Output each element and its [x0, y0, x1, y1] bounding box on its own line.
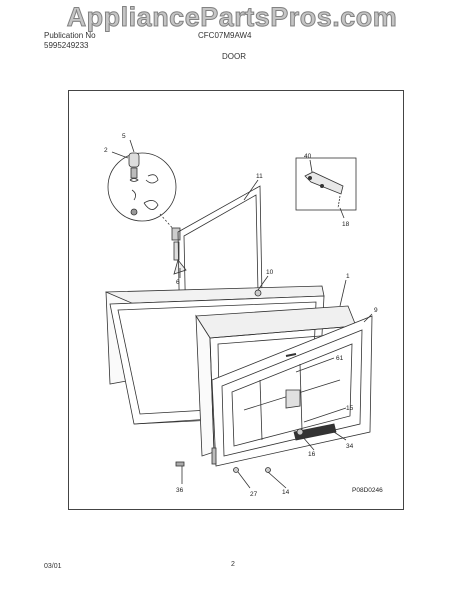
footer-page: 2 [231, 561, 235, 568]
label-plate [293, 423, 337, 441]
callout-34: 34 [346, 443, 354, 450]
watermark: AppliancePartsPros.com [66, 2, 398, 33]
callout-16: 16 [308, 451, 316, 458]
part-14 [265, 467, 271, 473]
publication-number: 5995249233 [44, 41, 89, 50]
callout-27: 27 [250, 491, 258, 498]
publication-label: Publication No [44, 31, 96, 40]
hinge-detail-circle [107, 152, 177, 222]
handle-part [304, 171, 344, 209]
part-16 [296, 428, 304, 436]
callout-10: 10 [266, 269, 274, 276]
footer-date: 03/01 [44, 563, 62, 570]
model-number: CFC07M9AW4 [198, 31, 252, 40]
callout-6: 6 [176, 279, 180, 286]
part-27 [233, 467, 239, 473]
hinge-detail-parts [128, 152, 159, 216]
callout-1: 1 [346, 273, 350, 280]
callout-2: 2 [104, 147, 108, 154]
section-title: DOOR [222, 52, 246, 61]
part-10 [254, 289, 262, 297]
callout-9: 9 [374, 307, 378, 314]
callout-15: 15 [346, 405, 354, 412]
part-36 [175, 461, 185, 467]
callout-5: 5 [122, 133, 126, 140]
inset-handle-box [295, 157, 357, 211]
diagram-code: P08D0246 [352, 487, 383, 494]
callout-14: 14 [282, 489, 290, 496]
callout-11: 11 [256, 173, 263, 180]
callout-18: 18 [342, 221, 350, 228]
diagram-frame [68, 90, 404, 510]
callouts: 5 2 11 40 18 10 1 9 61 15 34 16 36 27 14… [104, 133, 378, 498]
callout-36: 36 [176, 487, 184, 494]
callout-40: 40 [304, 153, 312, 160]
callout-61: 61 [336, 355, 344, 362]
